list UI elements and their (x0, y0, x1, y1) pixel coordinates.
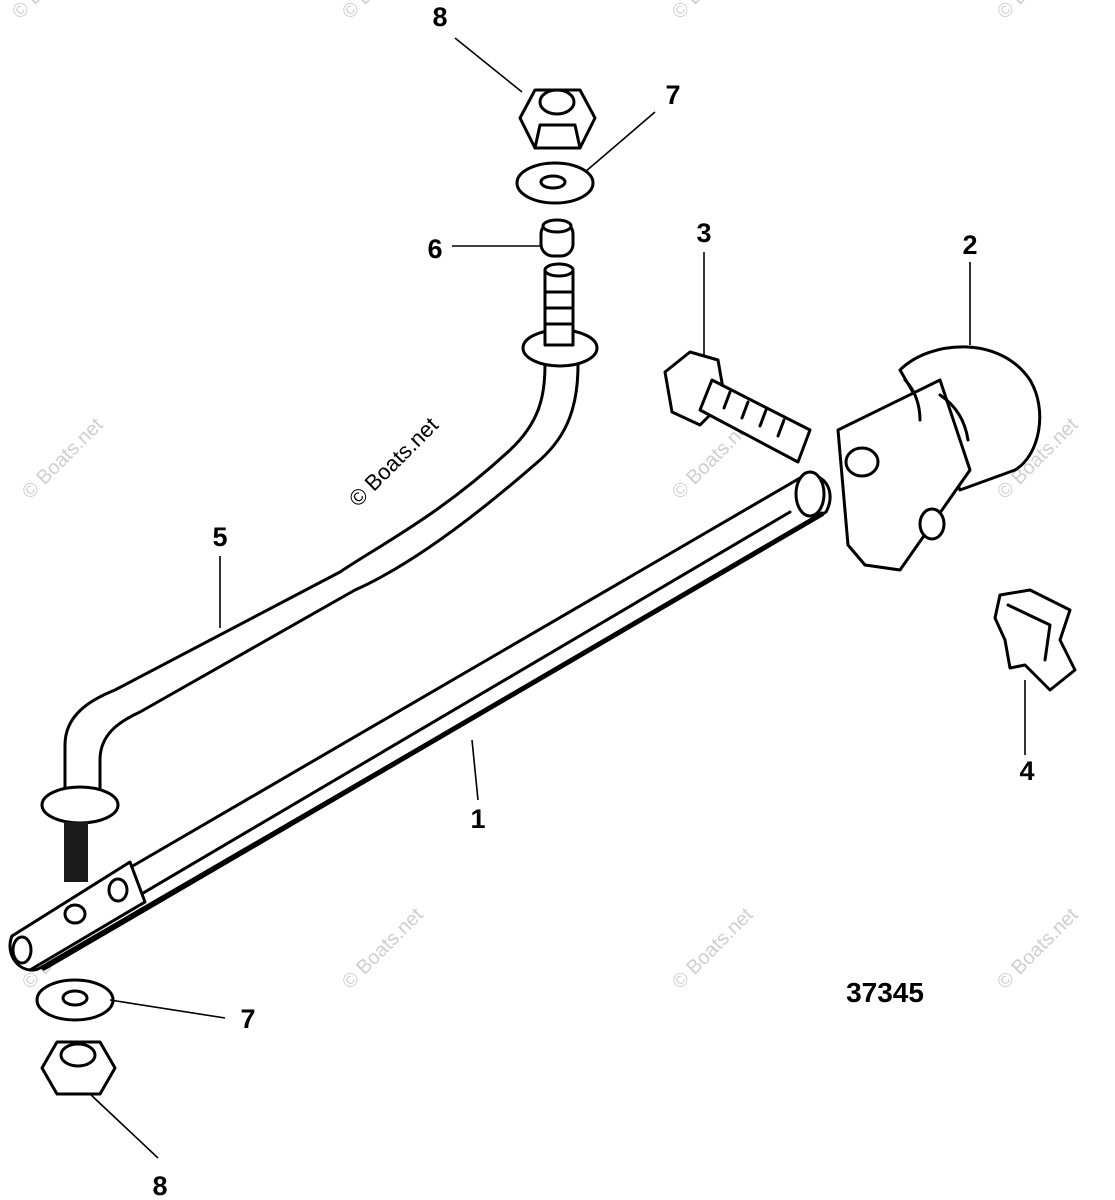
watermark: © Boats.net (8, 0, 98, 24)
watermark: © Boats.net (993, 904, 1083, 994)
leader-7-top (584, 111, 656, 173)
callout-8-top: 8 (432, 2, 447, 32)
leader-8-top (454, 37, 523, 93)
leader-lines (89, 37, 1026, 1159)
watermark: © Boats.net (18, 414, 108, 504)
watermark: © Boats.net (338, 904, 428, 994)
watermark-center: © Boats.net (344, 412, 443, 511)
part-bolt (663, 350, 812, 464)
callout-2: 2 (962, 230, 977, 260)
callout-7-top: 7 (665, 80, 680, 110)
callout-6: 6 (427, 234, 442, 264)
leader-1 (471, 739, 479, 801)
callout-8-bottom: 8 (152, 1171, 167, 1200)
part-nut-bottom (40, 1040, 117, 1096)
leader-8-bottom (89, 1093, 159, 1159)
watermark: © Boats.net (338, 0, 428, 24)
part-washer-top (515, 161, 595, 205)
part-pin (539, 218, 575, 258)
watermark: © Boats.net (993, 0, 1083, 24)
document-number: 37345 (846, 977, 924, 1008)
callout-4: 4 (1019, 756, 1034, 786)
callout-3: 3 (696, 218, 711, 248)
callout-7-bottom: 7 (240, 1004, 255, 1034)
watermark: © Boats.net (668, 0, 758, 24)
callouts: 8 7 6 3 2 5 4 1 7 8 37345 (152, 2, 1034, 1200)
watermark: © Boats.net (668, 904, 758, 994)
leader-7-bottom (109, 999, 226, 1019)
part-link-rod (40, 262, 599, 882)
part-washer-bottom (35, 978, 115, 1022)
part-nut-top (518, 88, 597, 150)
callout-1: 1 (470, 804, 485, 834)
part-shift-rod (8, 470, 832, 972)
part-knob (993, 588, 1077, 692)
callout-5: 5 (212, 522, 227, 552)
part-clamp-block (836, 345, 1042, 572)
